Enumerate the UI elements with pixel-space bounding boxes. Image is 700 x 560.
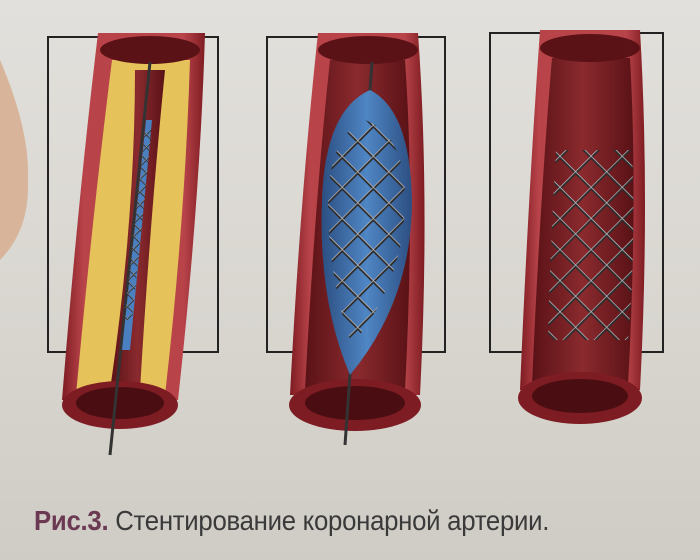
crimped-stent — [124, 130, 152, 320]
expanding-stent — [328, 120, 405, 345]
deployed-stent — [548, 150, 634, 340]
guidewire — [108, 61, 152, 456]
caption-text: Стентирование коронарной артерии. — [115, 505, 550, 536]
figure-caption: Рис.3. Стентирование коронарной артерии. — [34, 505, 549, 537]
partial-illustration — [0, 60, 29, 260]
panel-catheter — [47, 33, 219, 456]
panel-deployed — [489, 30, 664, 424]
panel-balloon — [266, 33, 446, 446]
figure-label: Рис.3. — [34, 505, 109, 536]
